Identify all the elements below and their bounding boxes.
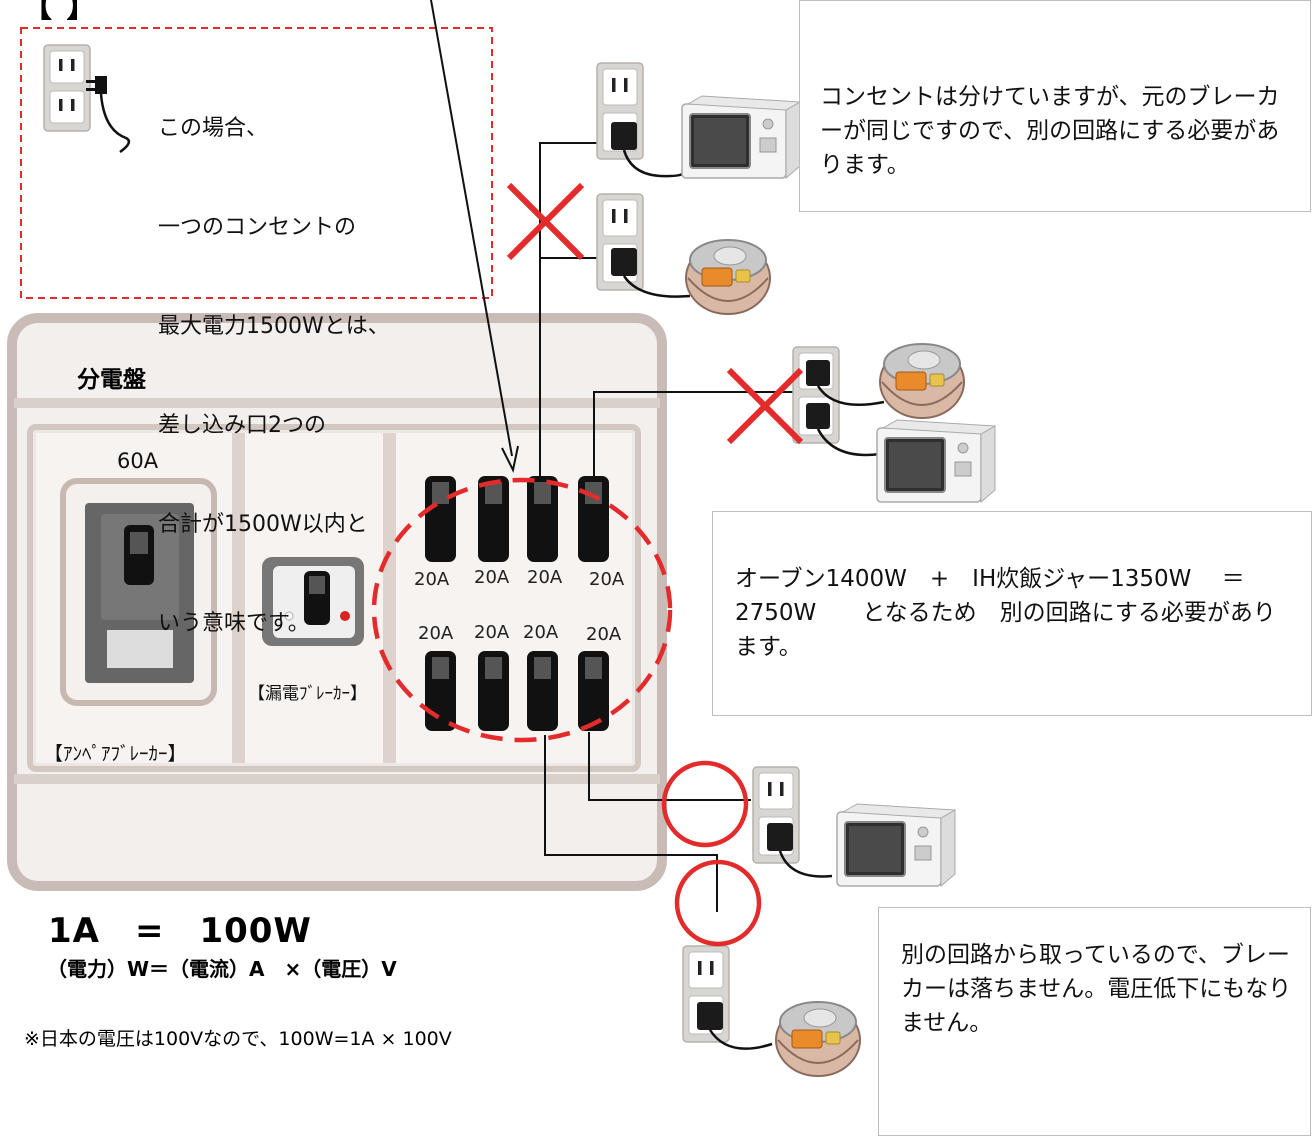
leakage-breaker (262, 557, 364, 646)
branch-highlight-circle (371, 477, 673, 743)
microwave-icon (681, 95, 801, 179)
panel-title: 分電盤 (77, 367, 146, 393)
plug-icon (86, 76, 131, 154)
branch-breaker (425, 651, 456, 731)
info-line: 最大電力1500Wとは、 (158, 314, 390, 339)
branch-breaker (478, 476, 509, 562)
header-cut-text: 【 】 (22, 0, 99, 25)
branch-rating: 20A (527, 567, 563, 588)
cross-mark-icon (726, 367, 804, 445)
branch-rating: 20A (523, 622, 559, 643)
outlet-icon (43, 44, 91, 132)
ampere-breaker-label: 【ｱﾝﾍﾟｱﾌﾞﾚｰｶｰ】 (44, 743, 187, 765)
branch-breaker (578, 651, 609, 731)
callout-bottom-right: 別の回路から取っているので、ブレーカーは落ちません。電圧低下にもなりません。 (878, 907, 1311, 1136)
rice-cooker-icon (775, 1001, 861, 1077)
info-box-dashed (20, 27, 493, 299)
info-line: いう意味です。 (158, 611, 310, 636)
voltage-note: ※日本の電圧は100Vなので、100W=1A × 100V (24, 1028, 452, 1050)
wiring (539, 142, 809, 912)
info-line: 差し込み口2つの (158, 413, 326, 438)
pointer-arrow (430, 0, 513, 457)
callout-top-right: コンセントは分けていますが、元のブレーカーが同じですので、別の回路にする必要があ… (799, 0, 1311, 212)
callout-mid-right-text: オーブン1400W + IH炊飯ジャー1350W ＝ 2750W となるため 別… (735, 566, 1276, 660)
branch-rating: 20A (474, 622, 510, 643)
branch-rating: 20A (589, 569, 625, 590)
callout-mid-right: オーブン1400W + IH炊飯ジャー1350W ＝ 2750W となるため 別… (712, 511, 1312, 716)
info-line: 一つのコンセントの (158, 215, 357, 240)
ampere-breaker (60, 478, 217, 706)
branch-breaker (527, 476, 558, 562)
branch-breaker (578, 476, 609, 562)
microwave-icon (876, 419, 996, 503)
outlet-icon (752, 766, 800, 864)
branch-breaker (527, 651, 558, 731)
info-line: この場合、 (158, 116, 269, 141)
cross-mark-icon (506, 182, 585, 261)
circle-ok-icon (661, 760, 749, 848)
rice-cooker-icon (879, 343, 965, 419)
microwave-icon (836, 803, 956, 887)
branch-rating: 20A (474, 567, 510, 588)
outlet-icon (682, 945, 730, 1043)
outlet-icon (596, 62, 644, 160)
branch-rating: 20A (586, 624, 622, 645)
rice-cooker-icon (685, 239, 771, 315)
main-breaker-rating: 60A (117, 449, 159, 473)
formula-sub: （電力）W＝（電流）A ×（電圧）V (47, 957, 397, 981)
circle-ok-icon (674, 859, 762, 947)
branch-rating: 20A (418, 623, 454, 644)
formula-main: 1A = 100W (48, 911, 312, 951)
callout-top-right-text: コンセントは分けていますが、元のブレーカーが同じですので、別の回路にする必要があ… (820, 84, 1280, 178)
outlet-icon (792, 346, 840, 444)
branch-rating: 20A (414, 569, 450, 590)
callout-bottom-right-text: 別の回路から取っているので、ブレーカーは落ちません。電圧低下にもなりません。 (901, 942, 1292, 1036)
info-line: 合計が1500W以内と (158, 512, 368, 537)
info-box-text: この場合、 一つのコンセントの 最大電力1500Wとは、 差し込み口2つの 合計… (158, 46, 390, 673)
outlet-icon (596, 193, 644, 291)
leakage-breaker-label: 【漏電ﾌﾞﾚｰｶｰ】 (248, 684, 367, 704)
branch-breaker (425, 476, 456, 562)
branch-breaker (478, 651, 509, 731)
